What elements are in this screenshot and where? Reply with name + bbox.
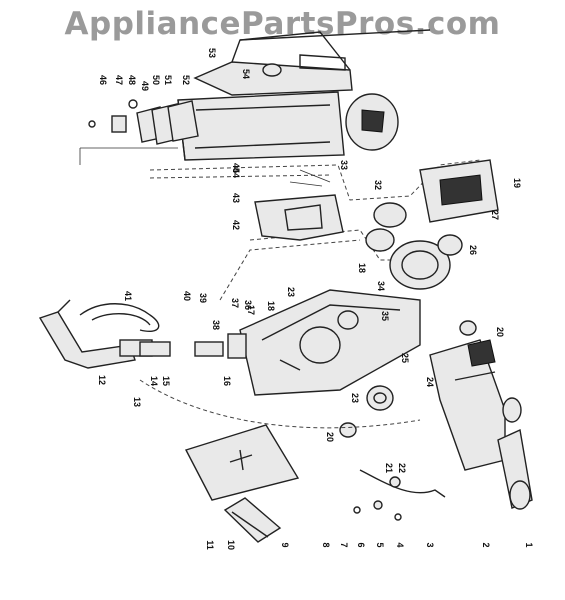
callout-39: 39 (198, 293, 208, 303)
main-housing (239, 289, 421, 396)
filter-stack (88, 99, 199, 145)
callout-9: 9 (280, 542, 290, 547)
callout-24: 24 (425, 377, 435, 387)
callout-35: 35 (380, 311, 390, 321)
callout-42: 42 (231, 220, 241, 230)
callout-34: 34 (376, 281, 386, 291)
callout-20: 20 (325, 432, 335, 442)
callout-40: 40 (182, 291, 192, 301)
callout-2: 2 (481, 542, 491, 547)
callout-10: 10 (226, 540, 236, 550)
callout-48: 48 (127, 75, 137, 85)
callout-25: 25 (400, 353, 410, 363)
nozzle-base (429, 339, 533, 510)
callout-8: 8 (321, 542, 331, 547)
callout-46: 46 (98, 75, 108, 85)
callout-23: 23 (286, 287, 296, 297)
callout-50: 50 (151, 75, 161, 85)
callout-27: 27 (490, 210, 500, 220)
callout-44: 44 (231, 168, 241, 178)
callout-22: 22 (397, 463, 407, 473)
callout-37: 37 (230, 298, 240, 308)
callout-15: 15 (161, 376, 171, 386)
callout-11: 11 (205, 540, 215, 550)
callout-45: 45 (231, 163, 241, 173)
base-plate (184, 424, 300, 501)
callout-43: 43 (231, 193, 241, 203)
callout-20: 20 (495, 327, 505, 337)
callout-16: 16 (222, 376, 232, 386)
callout-4: 4 (395, 542, 405, 547)
handle-tube (139, 379, 421, 429)
callout-32: 32 (373, 180, 383, 190)
guide-lines (79, 147, 331, 187)
callout-13: 13 (132, 397, 142, 407)
callout-26: 26 (468, 245, 478, 255)
callout-21: 21 (384, 463, 394, 473)
callout-14: 14 (149, 376, 159, 386)
callout-17: 17 (246, 305, 256, 315)
wheels (339, 320, 477, 438)
callout-6: 6 (356, 542, 366, 547)
side-panel (254, 194, 344, 241)
callout-19: 19 (512, 178, 522, 188)
cord-reel (345, 93, 399, 151)
callout-12: 12 (97, 375, 107, 385)
motor-assembly (365, 159, 499, 290)
cord-path (149, 159, 481, 201)
foot-pedal (223, 497, 282, 543)
callout-7: 7 (339, 542, 349, 547)
callout-18: 18 (357, 263, 367, 273)
callout-47: 47 (114, 75, 124, 85)
handle-grip (38, 299, 247, 369)
callout-51: 51 (163, 75, 173, 85)
callout-23: 23 (350, 393, 360, 403)
callout-41: 41 (123, 291, 133, 301)
callout-53: 53 (207, 48, 217, 58)
callout-18: 18 (266, 301, 276, 311)
height-lever (353, 469, 446, 521)
callout-3: 3 (425, 542, 435, 547)
callout-49: 49 (140, 81, 150, 91)
callout-5: 5 (375, 542, 385, 547)
callout-38: 38 (211, 320, 221, 330)
callout-33: 33 (339, 160, 349, 170)
callout-1: 1 (524, 542, 534, 547)
bag-cover (177, 91, 345, 161)
callout-52: 52 (181, 75, 191, 85)
callout-36: 36 (243, 300, 253, 310)
callout-54: 54 (241, 69, 251, 79)
handle-bag-housing (193, 29, 431, 96)
